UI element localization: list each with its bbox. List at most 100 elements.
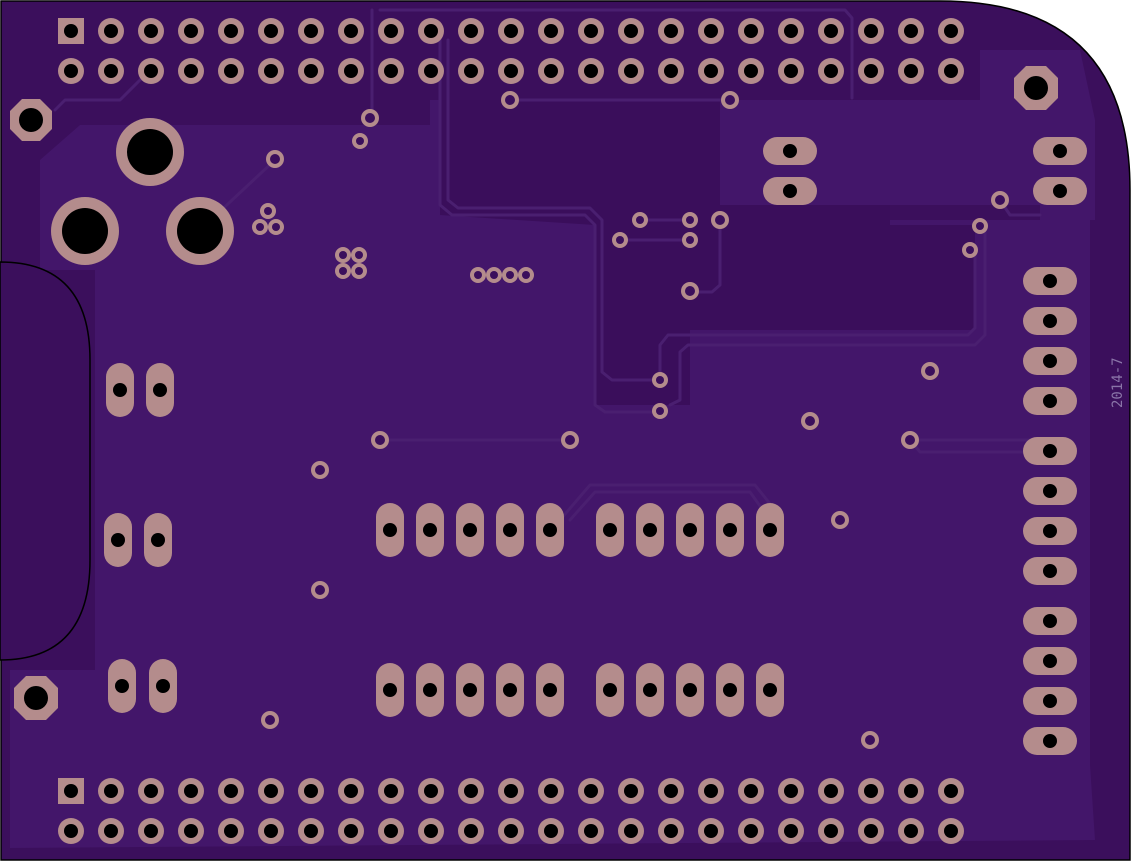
oval-pad [596,663,624,717]
oval-pad [106,363,134,417]
header-pin [818,58,844,84]
header-pin [898,18,924,44]
header-pin [458,18,484,44]
oval-pad [1023,347,1077,375]
header-pin [538,18,564,44]
oval-pad [536,503,564,557]
header-pin [58,818,84,844]
header-pin [178,778,204,804]
via [831,511,849,529]
oval-pad [1023,477,1077,505]
header-pin [258,818,284,844]
header-pin [858,58,884,84]
header-pin [738,818,764,844]
oval-pad [636,503,664,557]
header-pin [58,58,84,84]
header-pin [98,58,124,84]
via [335,263,351,279]
header-pin [778,58,804,84]
header-top [58,18,964,84]
header-pin [98,818,124,844]
header-pin [458,818,484,844]
oval-pad [1023,307,1077,335]
header-pin [858,18,884,44]
oval-pad [716,503,744,557]
oval-pad [1023,557,1077,585]
oval-pad [146,363,174,417]
header-pin [858,818,884,844]
via [801,412,819,430]
via [972,218,988,234]
header-pin [218,18,244,44]
oval-pad [1033,137,1087,165]
oval-pad [756,663,784,717]
oval-pad [1023,647,1077,675]
header-pin [538,58,564,84]
header-pin [818,18,844,44]
via [266,150,284,168]
header-pin [218,818,244,844]
oval-pad [496,503,524,557]
header-pin [98,778,124,804]
header-pin [818,778,844,804]
mounting-hole-icon [10,99,52,141]
via [682,212,698,228]
header-pin [778,778,804,804]
via [501,91,519,109]
oval-pad [596,503,624,557]
header-pin [738,18,764,44]
via [681,282,699,300]
copper-region-dark [440,100,975,405]
oval-pad [1023,517,1077,545]
via [962,242,978,258]
header-pin [458,58,484,84]
header-pin [538,818,564,844]
oval-pad [416,663,444,717]
oval-pad [716,663,744,717]
square-pin-1-icon [58,778,84,804]
via [268,219,284,235]
via [921,362,939,380]
oval-pad [456,503,484,557]
power-jack-holes [51,118,234,265]
header-pin [258,58,284,84]
oval-pad [376,503,404,557]
header-pin [658,18,684,44]
via [335,247,351,263]
oval-pad [1023,267,1077,295]
header-pin [618,778,644,804]
header-bottom [58,778,964,844]
oval-pad [144,513,172,567]
oval-pad [496,663,524,717]
header-pin [298,778,324,804]
header-pin [218,778,244,804]
oval-pad [763,137,817,165]
via [518,267,534,283]
header-pin [418,58,444,84]
header-pin [618,818,644,844]
via [260,203,276,219]
via [901,431,919,449]
header-pin [698,818,724,844]
traces [53,8,1042,522]
via [632,212,648,228]
via [561,431,579,449]
header-pin [938,58,964,84]
via [991,191,1009,209]
header-pin [338,778,364,804]
via [861,731,879,749]
header-pin [938,778,964,804]
header-pin [178,18,204,44]
header-pin [378,818,404,844]
header-pin [938,818,964,844]
oval-pad [1023,437,1077,465]
header-pin [658,818,684,844]
header-pin [698,58,724,84]
header-pin [778,818,804,844]
copper-pour-bottom [10,670,1095,848]
header-pin [818,818,844,844]
oval-pad [108,659,136,713]
header-pin [618,18,644,44]
oval-pad [1023,687,1077,715]
via [470,267,486,283]
